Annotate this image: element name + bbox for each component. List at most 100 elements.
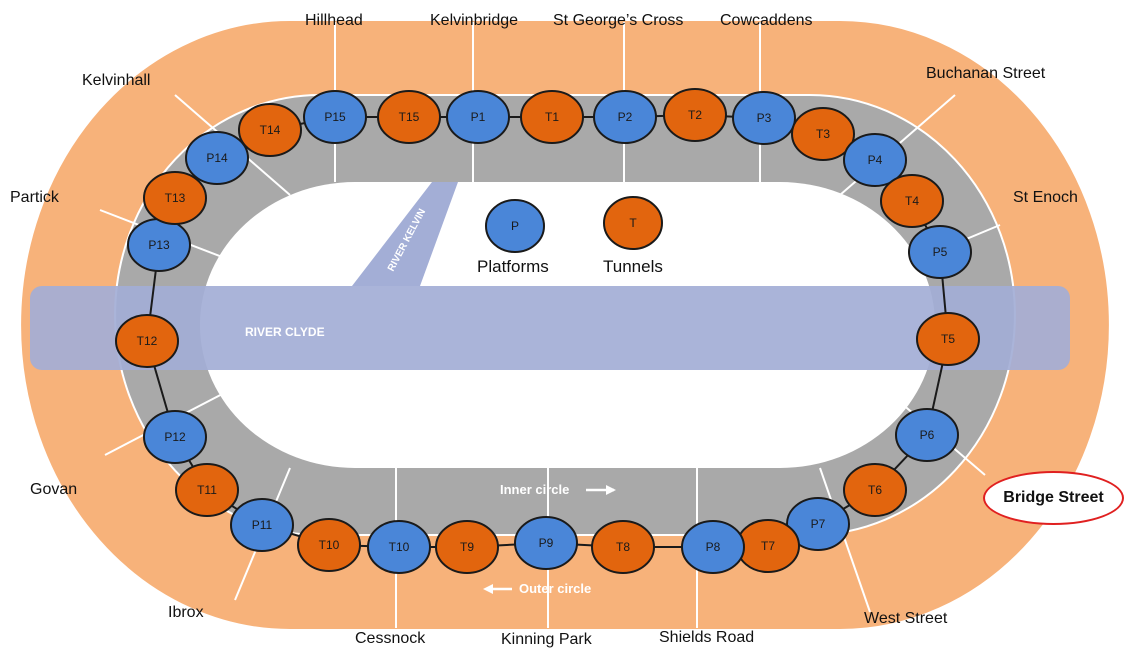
tunnel-circle — [520, 90, 584, 144]
node-tunnel-20: T10 — [297, 518, 361, 572]
platform-circle — [895, 408, 959, 462]
station-bridge-street: Bridge Street — [1003, 489, 1104, 506]
node-tunnel-28: T14 — [238, 103, 302, 157]
legend-platforms-label: Platforms — [477, 257, 549, 276]
node-label: P14 — [206, 151, 228, 165]
tunnel-circle — [843, 463, 907, 517]
node-platform-13: P7 — [786, 497, 850, 551]
tunnel-circle — [591, 520, 655, 574]
platform-circle — [908, 225, 972, 279]
outer-circle-label: Outer circle — [519, 581, 591, 596]
node-label: T7 — [761, 539, 775, 553]
node-platform-7: P4 — [843, 133, 907, 187]
node-platform-5: P3 — [732, 91, 796, 145]
station-west-street: West Street — [864, 610, 948, 627]
platform-circle — [143, 410, 207, 464]
station-ibrox: Ibrox — [168, 604, 204, 621]
node-label: P11 — [252, 518, 273, 532]
node-label: P8 — [706, 540, 721, 554]
node-label: T14 — [260, 123, 281, 137]
node-tunnel-2: T1 — [520, 90, 584, 144]
node-tunnel-24: T12 — [115, 314, 179, 368]
node-label: T6 — [868, 483, 882, 497]
node-platform-17: P9 — [514, 516, 578, 570]
station-cowcaddens: Cowcaddens — [720, 12, 813, 29]
node-label: T11 — [197, 483, 217, 497]
station-govan: Govan — [30, 481, 78, 498]
station-partick: Partick — [10, 189, 59, 206]
node-tunnel-4: T2 — [663, 88, 727, 142]
legend-tunnel-node — [603, 196, 663, 250]
station-kelvinhall: Kelvinhall — [82, 72, 151, 89]
node-platform-15: P8 — [681, 520, 745, 574]
node-tunnel-10: T5 — [916, 312, 980, 366]
outer-circle-arrow — [483, 584, 512, 594]
node-label: P5 — [933, 245, 948, 259]
node-label: P2 — [618, 110, 633, 124]
platform-circle — [367, 520, 431, 574]
node-label: P6 — [920, 428, 935, 442]
platform-circle — [303, 90, 367, 144]
platform-circle — [843, 133, 907, 187]
node-platform-11: P6 — [895, 408, 959, 462]
node-tunnel-22: T11 — [175, 463, 239, 517]
platform-circle — [786, 497, 850, 551]
node-label: P12 — [164, 430, 186, 444]
station-kinning-park: Kinning Park — [501, 631, 592, 648]
station-hillhead: Hillhead — [305, 12, 363, 29]
tunnel-circle — [175, 463, 239, 517]
node-label: T15 — [399, 110, 420, 124]
tunnel-circle — [435, 520, 499, 574]
node-platform-1: P1 — [446, 90, 510, 144]
inner-circle-arrow — [586, 485, 616, 495]
node-tunnel-8: T4 — [880, 174, 944, 228]
tunnel-circle — [115, 314, 179, 368]
node-platform-3: P2 — [593, 90, 657, 144]
station-st-enoch: St Enoch — [1013, 189, 1078, 206]
node-label: T10 — [389, 540, 410, 554]
inner-circle-label: Inner circle — [500, 482, 569, 497]
bridge-street-highlight: Bridge Street — [983, 471, 1124, 525]
node-label: T1 — [545, 110, 559, 124]
node-label: T13 — [165, 191, 186, 205]
node-tunnel-14: T7 — [736, 519, 800, 573]
node-label: T12 — [137, 334, 158, 348]
platform-circle — [230, 498, 294, 552]
legend-platform-node — [485, 199, 545, 253]
node-tunnel-30: T15 — [377, 90, 441, 144]
platform-circle — [681, 520, 745, 574]
tunnel-circle — [791, 107, 855, 161]
tunnel-circle — [916, 312, 980, 366]
node-platform-21: P11 — [230, 498, 294, 552]
station-buchanan-street: Buchanan Street — [926, 65, 1046, 82]
node-platform-23: P12 — [143, 410, 207, 464]
node-tunnel-18: T9 — [435, 520, 499, 574]
river-kelvin — [352, 182, 458, 286]
platform-circle — [446, 90, 510, 144]
tunnel-circle — [880, 174, 944, 228]
node-label: P13 — [148, 238, 170, 252]
platform-circle — [732, 91, 796, 145]
river-clyde-label: RIVER CLYDE — [245, 325, 325, 339]
station-shields-road: Shields Road — [659, 629, 755, 646]
node-tunnel-12: T6 — [843, 463, 907, 517]
tunnel-circle — [238, 103, 302, 157]
node-label: P7 — [811, 517, 826, 531]
node-tunnel-26: T13 — [143, 171, 207, 225]
legend-tunnel-symbol: T — [629, 216, 637, 230]
node-label: T2 — [688, 108, 702, 122]
node-platform-25: P13 — [127, 218, 191, 272]
node-label: P1 — [471, 110, 486, 124]
node-label: P9 — [539, 536, 554, 550]
node-platform-19: T10 — [367, 520, 431, 574]
node-label: P4 — [868, 153, 883, 167]
platform-circle — [593, 90, 657, 144]
node-label: T10 — [319, 538, 340, 552]
node-platform-29: P15 — [303, 90, 367, 144]
node-label: P3 — [757, 111, 772, 125]
node-tunnel-6: T3 — [791, 107, 855, 161]
station-st-georges-cross: St George’s Cross — [553, 12, 684, 29]
